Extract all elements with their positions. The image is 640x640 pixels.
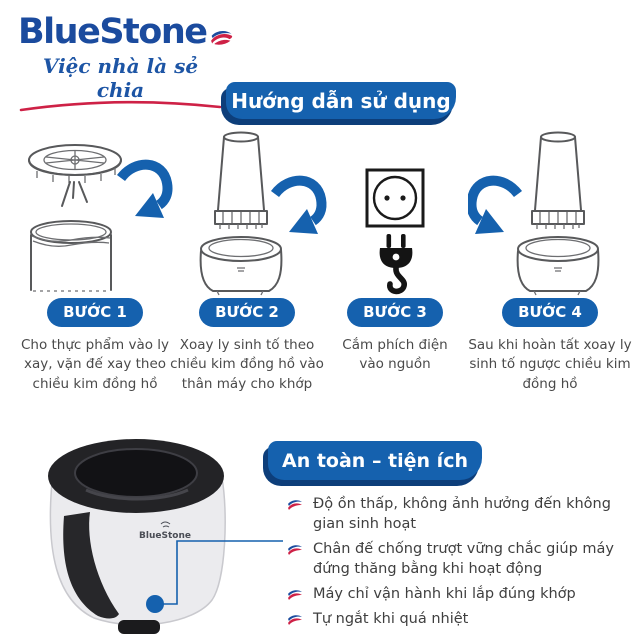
step-3-illustration: [330, 130, 460, 296]
step-2-description: Xoay ly sinh tố theo chiều kim đồng hồ v…: [170, 337, 324, 392]
safety-feature-item: Độ ồn thấp, không ảnh hưởng đến không gi…: [287, 494, 637, 534]
callout-connector-line: [146, 540, 283, 613]
guide-title-label: Hướng dẫn sử dụng: [231, 88, 451, 113]
step-4: BƯỚC 4 Sau khi hoàn tất xoay ly sinh tố …: [468, 130, 632, 394]
brand-tagline: Việc nhà là sẻ chia: [42, 54, 199, 102]
bluestone-swoosh-bullet-icon: [288, 545, 302, 555]
rotate-arrow-icon: [468, 175, 523, 234]
step-2-badge: BƯỚC 2: [199, 298, 295, 327]
safety-section-title: An toàn – tiện ích: [263, 441, 482, 486]
safety-feature-item: Chân đế chống trượt vững chắc giúp máy đ…: [287, 539, 637, 579]
product-brand-label: BlueStone: [139, 531, 191, 541]
cup-off-base-drawing: [468, 131, 600, 296]
bluestone-swoosh-bullet-icon: [288, 590, 302, 600]
safety-title-label: An toàn – tiện ích: [282, 449, 468, 472]
step-3-description: Cắm phích điện vào nguồn: [342, 337, 448, 373]
blender-base-product-image: BlueStone: [48, 439, 226, 634]
bluestone-swoosh-bullet-icon: [288, 500, 302, 510]
safety-feature-list: Độ ồn thấp, không ảnh hưởng đến không gi…: [287, 494, 637, 634]
step-1-badge: BƯỚC 1: [47, 298, 143, 327]
step-1-description: Cho thực phẩm vào ly xay, vặn đế xay the…: [20, 337, 170, 392]
safety-feature-item: Tự ngắt khi quá nhiệt: [287, 609, 637, 629]
safety-feature-text: Máy chỉ vận hành khi lắp đúng khớp: [313, 586, 576, 602]
cup-onto-base-drawing: [199, 131, 327, 296]
safety-feature-item: Máy chỉ vận hành khi lắp đúng khớp: [287, 584, 637, 604]
brand-logo-text: BlueStone: [18, 12, 208, 52]
step-1-illustration: [13, 130, 177, 296]
safety-feature-text: Độ ồn thấp, không ảnh hưởng đến không gi…: [313, 496, 611, 532]
step-4-description: Sau khi hoàn tất xoay ly sinh tố ngược c…: [468, 337, 632, 392]
bluestone-swoosh-icon: [211, 30, 233, 45]
step-1: BƯỚC 1 Cho thực phẩm vào ly xay, vặn đế …: [13, 130, 177, 394]
step-2-illustration: [165, 130, 329, 296]
step-3: BƯỚC 3 Cắm phích điện vào nguồn: [313, 130, 477, 375]
safety-feature-text: Chân đế chống trượt vững chắc giúp máy đ…: [313, 541, 615, 577]
step-3-badge: BƯỚC 3: [347, 298, 443, 327]
blade-lid-into-cup-drawing: [28, 144, 173, 292]
tagline-underline-swash: [19, 100, 222, 112]
safety-feature-text: Tự ngắt khi quá nhiệt: [313, 611, 469, 627]
step-4-illustration: [468, 130, 632, 296]
plug-and-socket-drawing: [365, 168, 425, 295]
step-2: BƯỚC 2 Xoay ly sinh tố theo chiều kim đồ…: [165, 130, 329, 394]
rotate-arrow-icon: [270, 175, 327, 234]
step-4-badge: BƯỚC 4: [502, 298, 598, 327]
brand-logo: BlueStone Việc nhà là sẻ chia: [18, 14, 233, 112]
rotate-arrow-icon: [116, 159, 173, 218]
bluestone-swoosh-bullet-icon: [288, 615, 302, 625]
guide-section-title: Hướng dẫn sử dụng: [221, 82, 456, 125]
